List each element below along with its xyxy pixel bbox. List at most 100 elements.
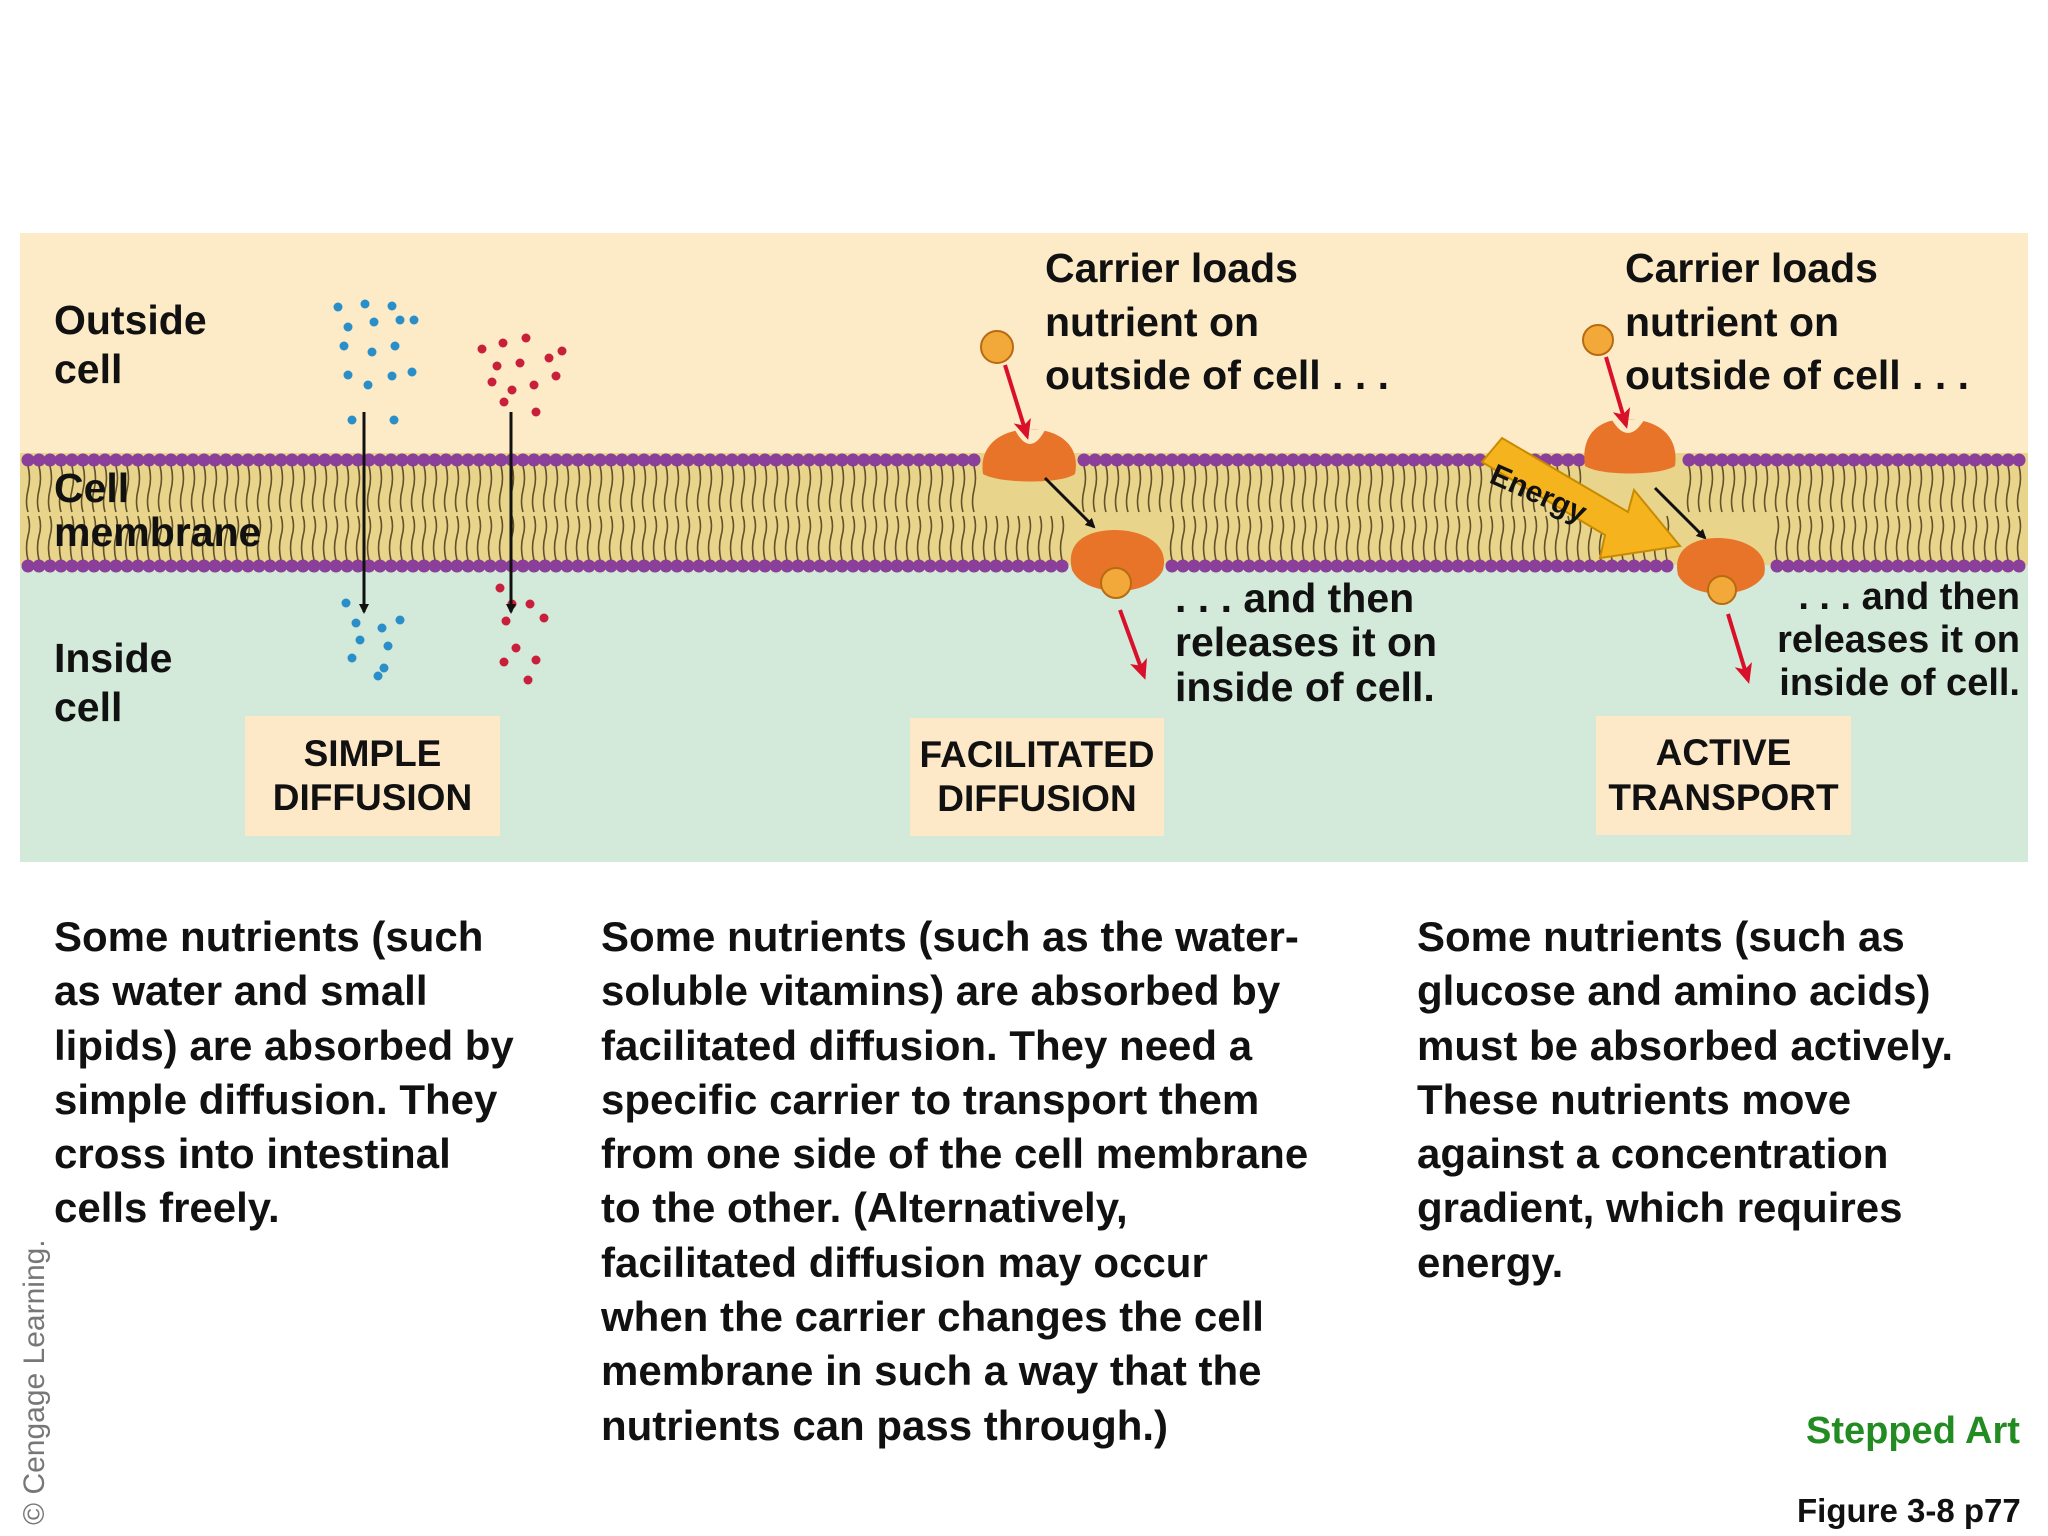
- lipid-head: [219, 559, 233, 573]
- facilitated-carrier-inner: [1070, 530, 1165, 591]
- lipid-head: [1550, 453, 1564, 467]
- facilitated-nutrient-outside: [980, 330, 1014, 364]
- lipid-head: [1528, 559, 1542, 573]
- lipid-head: [835, 453, 849, 467]
- lipid-head: [1308, 453, 1322, 467]
- lipid-head: [1814, 559, 1828, 573]
- lipid-head: [890, 559, 904, 573]
- copyright-notice: © Cengage Learning.: [18, 1239, 51, 1525]
- lipid-head: [406, 453, 420, 467]
- lipid-head: [263, 559, 277, 573]
- lipid-head: [1869, 559, 1883, 573]
- lipid-head: [1231, 453, 1245, 467]
- lipid-head: [1979, 559, 1993, 573]
- lipid-head: [725, 559, 739, 573]
- lipid-head: [230, 453, 244, 467]
- lipid-head: [76, 453, 90, 467]
- lipid-head: [1418, 559, 1432, 573]
- lipid-head: [450, 453, 464, 467]
- lipid-head: [538, 559, 552, 573]
- lipid-head: [307, 453, 321, 467]
- lipid-head: [1110, 453, 1124, 467]
- lipid-head: [736, 559, 750, 573]
- lipid-head: [197, 453, 211, 467]
- lipid-head: [318, 453, 332, 467]
- lipid-head: [439, 559, 453, 573]
- lipid-head: [318, 559, 332, 573]
- lipid-head: [1682, 453, 1696, 467]
- lipid-head: [483, 453, 497, 467]
- lipid-head: [912, 559, 926, 573]
- lipid-head: [461, 453, 475, 467]
- facilitated-releases-label: . . . and then releases it on inside of …: [1175, 575, 1438, 710]
- lipid-head: [1022, 559, 1036, 573]
- lipid-head: [1044, 559, 1058, 573]
- lipid-head: [1418, 453, 1432, 467]
- lipid-head: [901, 559, 915, 573]
- inside-cell-label: Inside cell: [54, 635, 173, 731]
- lipid-head: [1385, 559, 1399, 573]
- lipid-head: [54, 559, 68, 573]
- lipid-head: [1297, 559, 1311, 573]
- lipid-head: [1275, 453, 1289, 467]
- lipid-head: [428, 559, 442, 573]
- red-particle: [498, 338, 508, 348]
- lipid-head: [736, 453, 750, 467]
- lipid-head: [1715, 453, 1729, 467]
- lipid-head: [637, 453, 651, 467]
- lipid-head: [1935, 453, 1949, 467]
- blue-particle: [379, 663, 389, 673]
- lipid-head: [197, 559, 211, 573]
- lipid-head: [670, 453, 684, 467]
- lipid-head: [1462, 559, 1476, 573]
- red-particle: [557, 346, 567, 356]
- lipid-head: [2012, 453, 2026, 467]
- lipid-head: [208, 453, 222, 467]
- lipid-head: [142, 453, 156, 467]
- blue-particle: [387, 371, 397, 381]
- lipid-head: [1572, 559, 1586, 573]
- lipid-head: [1737, 453, 1751, 467]
- facilitated-diffusion-description: Some nutrients (such as the water- solub…: [601, 913, 1309, 1449]
- lipid-head: [1506, 559, 1520, 573]
- red-particle: [515, 358, 525, 368]
- lipid-head: [626, 559, 640, 573]
- lipid-head: [373, 559, 387, 573]
- cell-membrane-label: Cell membrane: [54, 465, 262, 556]
- lipid-head: [1913, 559, 1927, 573]
- lipid-head: [153, 453, 167, 467]
- lipid-head: [846, 453, 860, 467]
- lipid-head: [351, 559, 365, 573]
- lipid-head: [450, 559, 464, 573]
- lipid-head: [1440, 559, 1454, 573]
- red-particle: [521, 333, 531, 343]
- lipid-head: [1242, 559, 1256, 573]
- lipid-head: [1253, 453, 1267, 467]
- blue-particle: [387, 301, 397, 311]
- lipid-head: [1099, 453, 1113, 467]
- blue-particle: [377, 623, 387, 633]
- red-particle: [492, 361, 502, 371]
- lipid-head: [1792, 453, 1806, 467]
- lipid-head: [923, 559, 937, 573]
- lipid-head: [813, 559, 827, 573]
- lipid-head: [2001, 559, 2015, 573]
- blue-nutrient-particles: [333, 299, 419, 681]
- blue-particle: [360, 299, 370, 309]
- facilitated-load-arrow: [1003, 364, 1031, 440]
- lipid-head: [1198, 559, 1212, 573]
- blue-particle: [409, 315, 419, 325]
- lipid-head: [681, 453, 695, 467]
- lipid-head: [296, 453, 310, 467]
- lipid-head: [615, 453, 629, 467]
- lipid-head: [648, 453, 662, 467]
- lipid-head: [714, 559, 728, 573]
- lipid-head: [1803, 559, 1817, 573]
- lipid-head: [307, 559, 321, 573]
- lipid-head: [351, 453, 365, 467]
- lipid-head: [494, 453, 508, 467]
- lipid-head: [1792, 559, 1806, 573]
- lipid-head: [98, 453, 112, 467]
- red-particle: [531, 407, 541, 417]
- lipid-head: [692, 559, 706, 573]
